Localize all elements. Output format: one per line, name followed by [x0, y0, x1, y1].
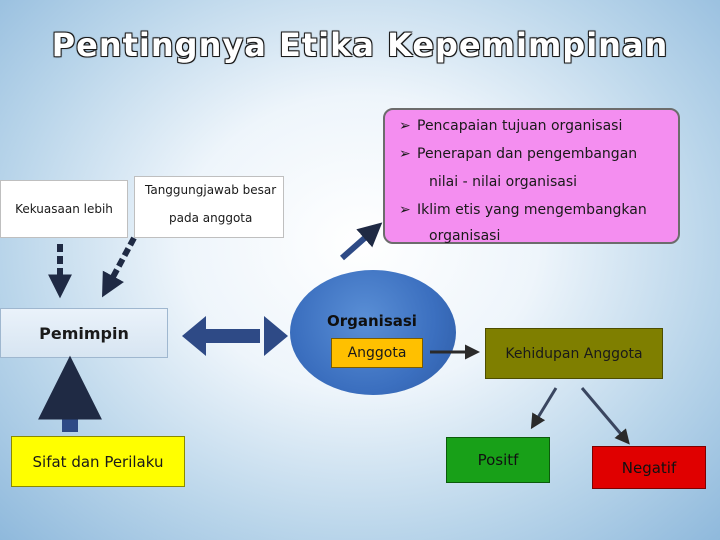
goal-text-3: Iklim etis yang mengembangkan — [417, 202, 647, 218]
tanggungjawab-box: Tanggungjawab besar pada anggota — [134, 176, 284, 238]
arrow-bullet-icon: ➢ — [399, 146, 411, 162]
negatif-box: Negatif — [592, 446, 706, 489]
pemimpin-box: Pemimpin — [0, 308, 168, 358]
goal-text-2: Penerapan dan pengembangan — [417, 146, 638, 162]
page-title: Pentingnya Etika Kepemimpinan — [51, 26, 669, 64]
goal-item-3: ➢ Iklim etis yang mengembangkan — [399, 202, 647, 218]
goal-text-3-cont: organisasi — [429, 228, 501, 244]
goal-item-1: ➢ Pencapaian tujuan organisasi — [399, 118, 622, 134]
double-arrow-pemimpin-organisasi — [182, 316, 288, 356]
dashed-arrow-tanggungjawab-pemimpin — [102, 236, 137, 298]
tanggungjawab-line1: Tanggungjawab besar — [145, 183, 277, 197]
goal-text-2-cont: nilai - nilai organisasi — [429, 174, 578, 190]
arrow-kehidupan-negatif — [580, 387, 630, 445]
kehidupan-box: Kehidupan Anggota — [485, 328, 663, 379]
arrow-bullet-icon: ➢ — [399, 118, 411, 134]
positif-box: Positf — [446, 437, 550, 483]
organisasi-circle — [290, 270, 456, 395]
organisasi-label: Organisasi — [327, 312, 417, 330]
arrow-kehidupan-positif — [530, 387, 558, 430]
sifat-box: Sifat dan Perilaku — [11, 436, 185, 487]
goals-box: ➢ Pencapaian tujuan organisasi ➢ Penerapan… — [383, 108, 680, 244]
goal-item-2: ➢ Penerapan dan pengembangan — [399, 146, 637, 162]
arrow-bullet-icon: ➢ — [399, 202, 411, 218]
anggota-box: Anggota — [331, 338, 423, 368]
goal-text-1: Pencapaian tujuan organisasi — [417, 118, 623, 134]
tanggungjawab-line2: pada anggota — [169, 211, 253, 225]
kekuasaan-box: Kekuasaan lebih — [0, 180, 128, 238]
arrow-organisasi-goals — [340, 222, 383, 261]
